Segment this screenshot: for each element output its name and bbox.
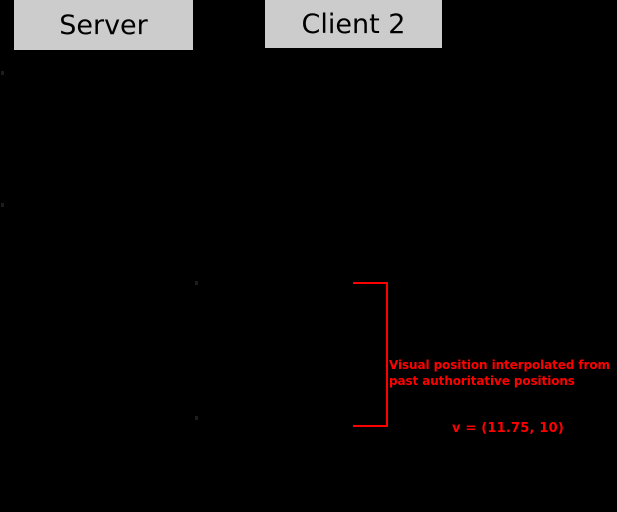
bracket-arm-bottom-icon xyxy=(353,425,388,427)
interpolation-note-line-1: Visual position interpolated from xyxy=(389,358,610,372)
lifeline-tick-mid-b xyxy=(195,416,198,420)
lane-header-server-label: Server xyxy=(59,9,148,41)
lifeline-tick-server-a xyxy=(1,71,4,75)
interpolation-range-bracket xyxy=(353,282,388,427)
lifeline-tick-mid-a xyxy=(195,281,198,285)
velocity-label: v = (11.75, 10) xyxy=(452,421,564,436)
bracket-arm-top-icon xyxy=(353,282,388,284)
interpolation-note-line-2: past authoritative positions xyxy=(389,374,575,388)
interpolation-note: Visual position interpolated from past a… xyxy=(389,357,610,389)
bracket-spine-icon xyxy=(386,282,388,427)
lane-header-client2-label: Client 2 xyxy=(301,8,406,40)
lifeline-tick-server-b xyxy=(1,203,4,207)
lane-header-server: Server xyxy=(14,0,193,50)
lane-header-client2: Client 2 xyxy=(265,0,442,48)
